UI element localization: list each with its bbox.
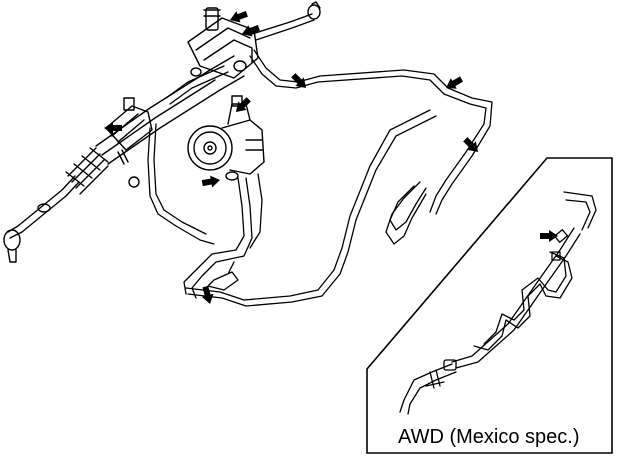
power-steering-pump <box>187 95 265 181</box>
inset-caption: AWD (Mexico spec.) <box>398 426 580 448</box>
arrow-pointer-icon <box>201 174 222 190</box>
arrow-pointer-icon <box>104 122 122 134</box>
awd-inset <box>366 157 613 454</box>
inset-frame <box>366 157 613 454</box>
arrow-pointer-icon <box>227 8 249 26</box>
inset-pipe-assembly <box>399 191 597 415</box>
steering-gear <box>3 1 321 263</box>
arrow-pointer-icon <box>461 135 483 157</box>
hoses-and-pipes <box>147 49 493 307</box>
arrow-pointer-icon <box>239 22 261 40</box>
callout-arrows <box>104 8 483 306</box>
